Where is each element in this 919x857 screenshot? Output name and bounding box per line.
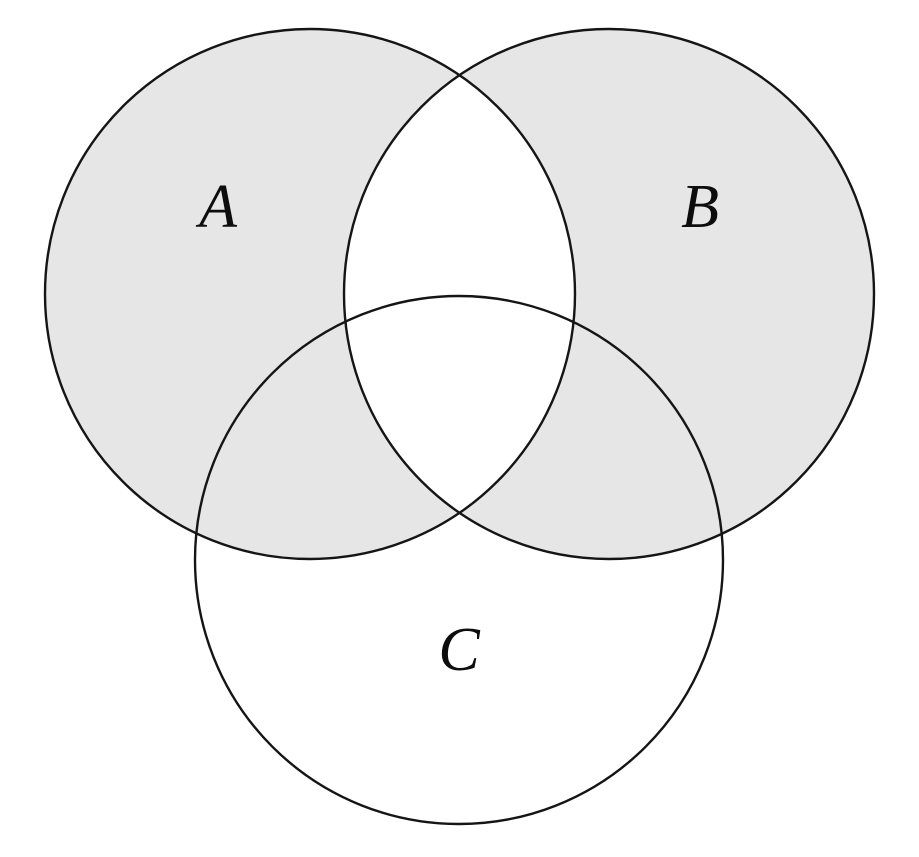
shaded-region-symmetric-difference-a-b <box>45 29 874 559</box>
set-b-fill <box>344 29 874 559</box>
set-c-outline[interactable] <box>193 294 725 826</box>
set-a-label: A <box>195 173 238 241</box>
set-c-label: C <box>438 616 480 684</box>
set-b-label: B <box>681 173 719 241</box>
set-a-outline[interactable] <box>43 27 577 561</box>
set-b-outline[interactable] <box>342 27 876 561</box>
